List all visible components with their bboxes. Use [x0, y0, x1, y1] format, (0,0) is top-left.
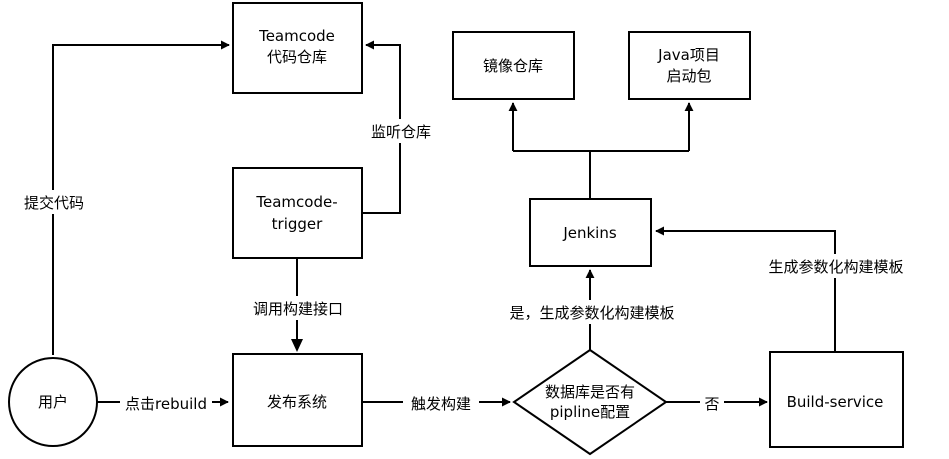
node-jenkins: Jenkins	[529, 198, 652, 267]
label-background	[497, 300, 687, 324]
edge-label-no: 否	[704, 395, 719, 413]
node-release-system: 发布系统	[232, 353, 363, 447]
label-background	[758, 254, 914, 278]
node-teamcode-trigger: Teamcode- trigger	[232, 167, 363, 259]
node-label: trigger	[272, 215, 323, 233]
node-label: 用户	[38, 393, 68, 411]
node-label: Build-service	[787, 393, 884, 411]
edge-label-submit-code: 提交代码	[24, 194, 84, 212]
node-user: 用户	[8, 357, 98, 447]
node-teamcode-repo: Teamcode 代码仓库	[232, 2, 363, 94]
node-image-repo: 镜像仓库	[452, 31, 575, 100]
node-label: 启动包	[666, 67, 711, 85]
edge-label-trigger-build: 触发构建	[411, 395, 471, 413]
label-background	[16, 190, 92, 214]
label-background	[120, 391, 212, 415]
edge-user-to-teamcode-repo	[52, 40, 230, 355]
node-java-package: Java项目 启动包	[628, 31, 751, 100]
arrowhead	[291, 339, 303, 352]
node-build-service: Build-service	[769, 351, 904, 448]
node-label: 发布系统	[267, 393, 327, 411]
edge-label-generate-template: 生成参数化构建模板	[768, 258, 903, 276]
edge-label-call-build-api: 调用构建接口	[253, 300, 343, 318]
node-label: 数据库是否有	[545, 383, 635, 401]
node-label: Teamcode-	[255, 193, 337, 211]
label-background	[403, 391, 479, 415]
node-label: Jenkins	[562, 224, 617, 242]
node-label: Java项目	[657, 46, 720, 64]
edge-label-click-rebuild: 点击rebuild	[125, 395, 207, 413]
edge-label-listen-repo: 监听仓库	[371, 123, 431, 141]
label-background	[244, 296, 352, 320]
label-background	[363, 119, 439, 143]
node-label: 代码仓库	[267, 48, 327, 66]
edge-label-yes-generate: 是，生成参数化构建模板	[509, 304, 674, 322]
node-label: Teamcode	[258, 27, 335, 45]
node-label: pipline配置	[550, 403, 630, 421]
node-db-check: 数据库是否有 pipline配置	[512, 348, 668, 456]
edge-build-service-to-jenkins	[655, 226, 836, 352]
label-background	[700, 391, 724, 415]
node-label: 镜像仓库	[483, 57, 543, 75]
